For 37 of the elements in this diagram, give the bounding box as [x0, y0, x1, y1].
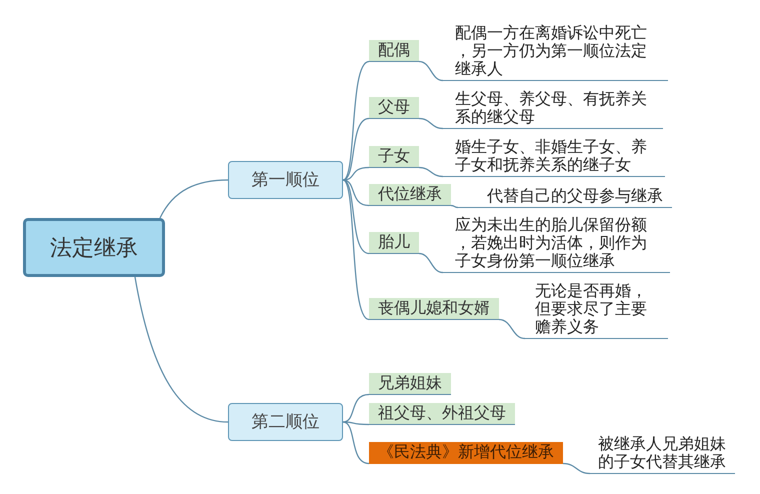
- topic-label: 胎儿: [369, 232, 419, 254]
- underlined-note-text: 被继承人兄弟姐妹的子女代替其继承: [590, 436, 735, 474]
- connector-line: [159, 179, 228, 218]
- topic-label: 父母: [369, 97, 419, 119]
- underlined-note-text: 无论是否再婚，但要求尽了主要赡养义务: [525, 283, 668, 339]
- connector-line: [562, 462, 590, 474]
- underlined-note-text: 生父母、养父母、有抚养关系的继父母: [443, 91, 663, 129]
- topic-label: 兄弟姐妹: [369, 373, 451, 395]
- connector-line: [498, 318, 526, 340]
- branch-topic-box: 第二顺位: [228, 403, 343, 441]
- connector-line: [418, 166, 444, 178]
- connector-line: [418, 118, 444, 130]
- connector-line: [342, 394, 370, 423]
- underlined-note-text: 代替自己的父母参与继承: [458, 187, 672, 208]
- topic-label: 祖父母、外祖父母: [369, 403, 515, 425]
- connector-line: [342, 421, 370, 464]
- underlined-note-text: 应为未出生的胎儿保留份额，若娩出时为活体，则作为子女身份第一顺位继承: [443, 217, 670, 273]
- connector-line: [134, 276, 228, 423]
- connector-line: [342, 180, 370, 320]
- connector-line: [342, 166, 370, 181]
- topic-label: 丧偶儿媳和女婿: [369, 298, 499, 320]
- connector-line: [418, 252, 444, 274]
- connector-line: [342, 421, 369, 426]
- underlined-note-text: 婚生子女、非婚生子女、养子女和抚养关系的继子女: [443, 139, 665, 177]
- branch-topic-box: 第一顺位: [228, 161, 343, 199]
- highlighted-topic-label: 《民法典》新增代位继承: [369, 442, 563, 464]
- connector-line: [342, 179, 370, 254]
- connector-line: [342, 60, 370, 180]
- underlined-note-text: 配偶一方在离婚诉讼中死亡，另一方仍为第一顺位法定继承人: [443, 25, 668, 81]
- topic-label: 配偶: [369, 40, 419, 62]
- root-topic-box: 法定继承: [23, 218, 165, 277]
- connector-line: [418, 60, 444, 82]
- connector-line: [450, 204, 458, 208]
- connector-line: [342, 118, 370, 181]
- topic-label: 子女: [369, 146, 419, 168]
- connector-line: [342, 179, 370, 206]
- topic-label: 代位继承: [369, 184, 451, 206]
